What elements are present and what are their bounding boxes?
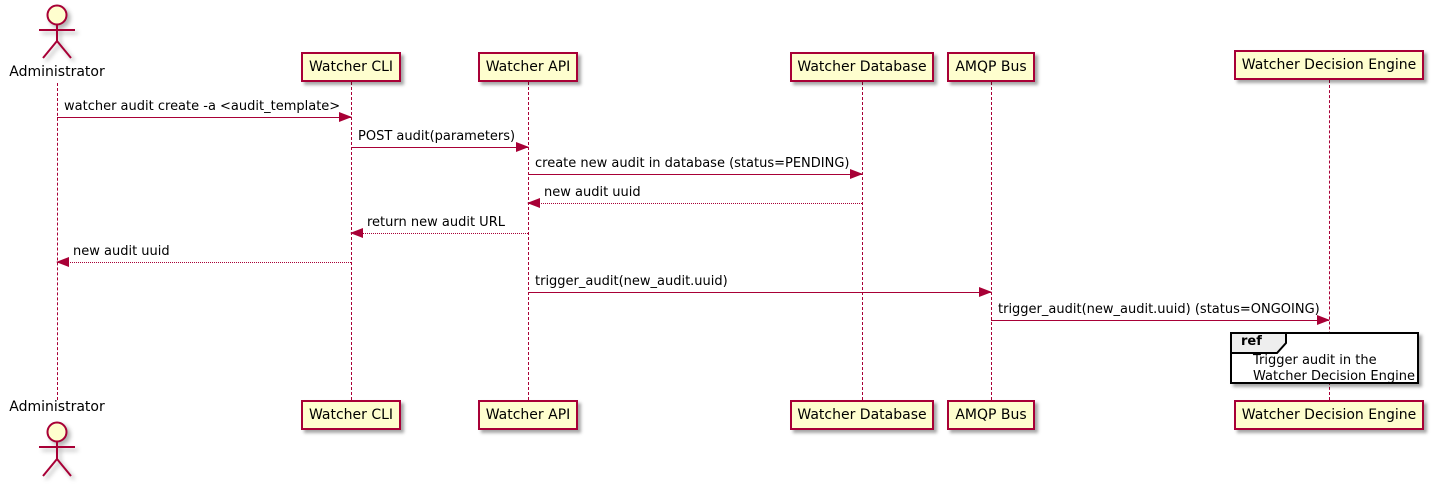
ref-line-2: Watcher Decision Engine <box>1253 369 1415 384</box>
message-label: new audit uuid <box>544 185 641 200</box>
participant-label: Watcher CLI <box>308 59 394 75</box>
message-label: create new audit in database (status=PEN… <box>535 156 850 171</box>
participant-watcher-cli-bottom: Watcher CLI <box>301 400 401 430</box>
message-line <box>351 147 528 148</box>
lifeline-amqp-bus <box>991 82 992 400</box>
lifeline-watcher-api <box>528 82 529 400</box>
participant-watcher-decision-engine-top: Watcher Decision Engine <box>1234 50 1424 80</box>
message-label: new audit uuid <box>73 244 170 259</box>
arrowhead-right-icon <box>1317 315 1330 325</box>
participant-watcher-api-top: Watcher API <box>478 52 578 82</box>
lifeline-watcher-database <box>862 82 863 400</box>
actor-figure-icon <box>39 421 75 477</box>
arrowhead-left-icon <box>527 198 540 208</box>
ref-body-text: Trigger audit in the Watcher Decision En… <box>1253 353 1415 385</box>
ref-line-1: Trigger audit in the <box>1253 353 1377 368</box>
arrowhead-right-icon <box>850 169 863 179</box>
message-label: watcher audit create -a <audit_template> <box>64 99 341 114</box>
arrowhead-right-icon <box>339 112 352 122</box>
message-label: trigger_audit(new_audit.uuid) (status=ON… <box>998 302 1320 317</box>
ref-keyword-label: ref <box>1241 334 1262 349</box>
participant-label: AMQP Bus <box>955 59 1027 75</box>
message-label: POST audit(parameters) <box>358 129 516 144</box>
message-line <box>528 203 862 204</box>
lifeline-administrator <box>57 83 58 400</box>
message-line <box>991 320 1329 321</box>
participant-label: Watcher API <box>485 59 571 75</box>
message-line <box>57 262 351 263</box>
message-line <box>351 233 528 234</box>
actor-label: Administrator <box>9 399 105 415</box>
ref-fragment: ref Trigger audit in the Watcher Decisio… <box>1230 332 1419 384</box>
participant-label: Watcher Decision Engine <box>1241 407 1417 423</box>
arrowhead-right-icon <box>979 287 992 297</box>
arrowhead-right-icon <box>516 142 529 152</box>
message-label: trigger_audit(new_audit.uuid) <box>535 274 728 289</box>
participant-amqp-bus-top: AMQP Bus <box>947 52 1035 82</box>
message-label: return new audit URL <box>367 215 505 230</box>
participant-amqp-bus-bottom: AMQP Bus <box>947 400 1035 430</box>
arrowhead-left-icon <box>350 228 363 238</box>
participant-label: Watcher Database <box>797 407 927 423</box>
participant-watcher-decision-engine-bottom: Watcher Decision Engine <box>1234 400 1424 430</box>
participant-watcher-api-bottom: Watcher API <box>478 400 578 430</box>
message-line <box>57 117 351 118</box>
arrowhead-left-icon <box>56 257 69 267</box>
participant-label: Watcher CLI <box>308 407 394 423</box>
message-line <box>528 174 862 175</box>
actor-figure-icon <box>39 4 75 59</box>
participant-watcher-database-bottom: Watcher Database <box>790 400 934 430</box>
participant-label: Watcher API <box>485 407 571 423</box>
actor-label: Administrator <box>9 64 105 80</box>
participant-watcher-cli-top: Watcher CLI <box>301 52 401 82</box>
participant-label: AMQP Bus <box>955 407 1027 423</box>
participant-label: Watcher Database <box>797 59 927 75</box>
participant-label: Watcher Decision Engine <box>1241 57 1417 73</box>
ref-pentagon-icon <box>1230 332 1287 354</box>
participant-watcher-database-top: Watcher Database <box>790 52 934 82</box>
lifeline-watcher-decision-engine <box>1329 80 1330 400</box>
lifeline-watcher-cli <box>351 82 352 400</box>
message-line <box>528 292 991 293</box>
